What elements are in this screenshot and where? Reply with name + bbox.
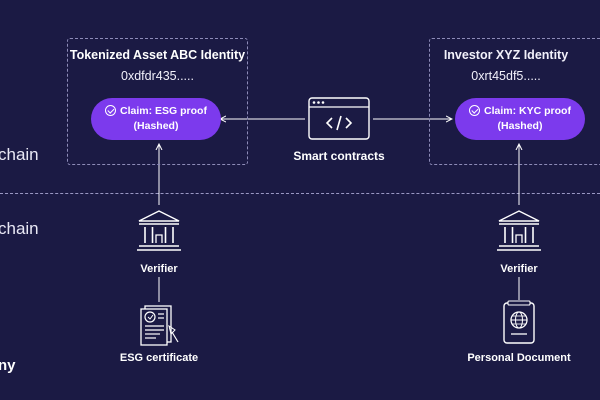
right-claim-label: Claim: KYC proof [484, 105, 571, 117]
code-window-icon [308, 97, 370, 140]
esg-certificate-label: ESG certificate [119, 352, 199, 364]
left-claim-label: Claim: ESG proof [120, 105, 207, 117]
left-identity-address: 0xdfdr435..... [121, 69, 194, 83]
right-claim-pill[interactable]: Claim: KYC proof (Hashed) [455, 98, 585, 140]
check-circle-icon [105, 105, 117, 116]
certificate-icon [140, 305, 179, 346]
right-claim-hashed: (Hashed) [497, 120, 543, 132]
right-identity-address: 0xrt45df5..... [471, 69, 541, 83]
lane-divider [0, 193, 600, 194]
right-verifier-label: Verifier [500, 263, 538, 275]
right-identity-box: Investor XYZ Identity 0xrt45df5..... [429, 38, 600, 165]
left-claim-pill[interactable]: Claim: ESG proof (Hashed) [91, 98, 221, 140]
personal-document-label: Personal Document [467, 352, 571, 364]
offchain-lane-label: chain [0, 219, 39, 238]
bank-icon [497, 210, 541, 251]
check-circle-icon [469, 105, 481, 116]
right-identity-title: Investor XYZ Identity [443, 48, 569, 62]
smart-contracts-label: Smart contracts [293, 149, 385, 163]
left-claim-hashed: (Hashed) [133, 120, 179, 132]
left-identity-box: Tokenized Asset ABC Identity 0xdfdr435..… [67, 38, 248, 165]
brand-logo-text: ny [0, 357, 16, 374]
left-identity-title: Tokenized Asset ABC Identity [69, 48, 246, 62]
onchain-lane-label: chain [0, 145, 39, 164]
passport-icon [503, 300, 535, 344]
left-verifier-label: Verifier [140, 263, 178, 275]
bank-icon [137, 210, 181, 251]
